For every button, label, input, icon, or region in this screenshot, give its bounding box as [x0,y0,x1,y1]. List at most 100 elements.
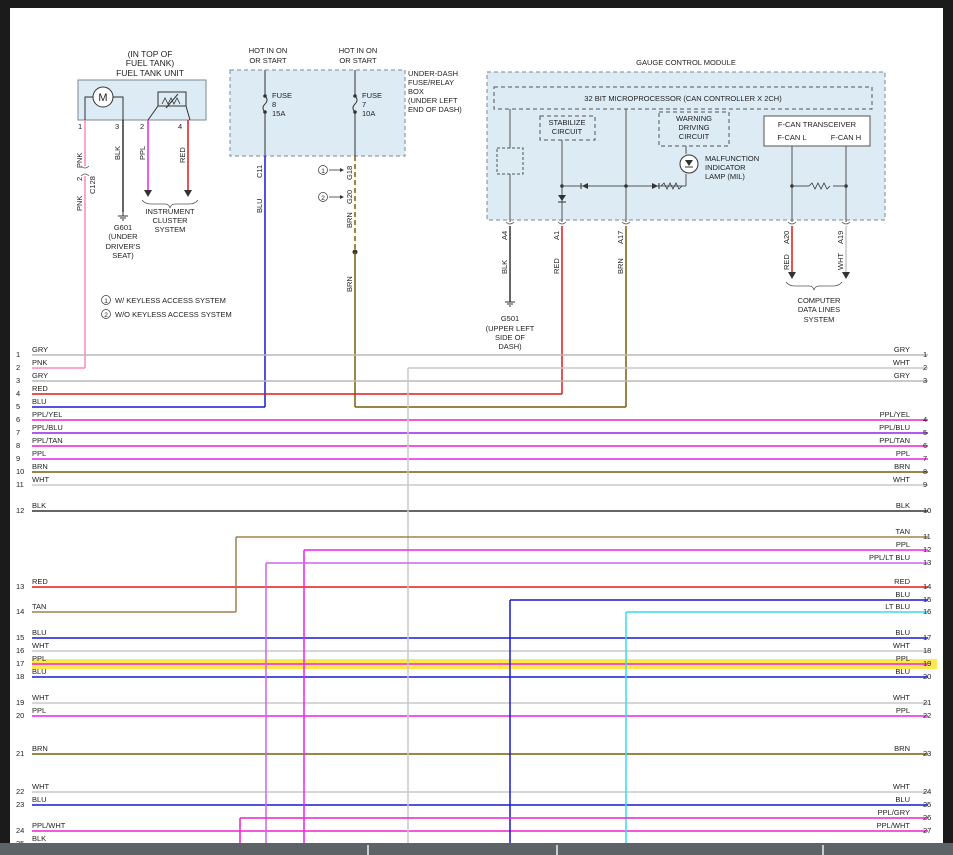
gcm-title: GAUGE CONTROL MODULE [636,58,736,67]
left-row-color: BLU [32,795,47,804]
legend-marker-2 [101,309,111,319]
marker-2 [318,192,328,202]
g501-loc-3: DASH) [498,342,522,351]
computer-data-2: DATA LINES [798,305,840,314]
right-row-number: 27 [923,826,931,835]
wire-pnk-upper: PNK [75,153,84,168]
left-row-color: BLU [32,667,47,676]
left-row-number: 18 [16,672,24,681]
fuse-box-label-5: END OF DASH) [408,105,462,114]
left-row-color: RED [32,384,48,393]
c128-pin: 2 [75,177,84,181]
wire-red-fuel: RED [178,147,187,163]
right-row-number: 17 [923,633,931,642]
motor-label: M [98,92,107,104]
right-row-color: PPL/BLU [879,423,910,432]
left-row-color: PPL/YEL [32,410,62,419]
computer-data-3: SYSTEM [804,315,835,324]
left-row-number: 2 [16,363,20,372]
toolbar-separator [556,845,558,855]
right-row-color: PPL/WHT [877,821,911,830]
left-row-number: 9 [16,454,20,463]
left-row-color: GRY [32,371,48,380]
hot-label-2a: HOT IN ON [339,46,378,55]
fuse7-amps: 10A [362,109,375,118]
wire-blk-a4: BLK [500,260,509,274]
fuel-tank-header-3: FUEL TANK UNIT [116,68,184,78]
fuse8-icon [262,95,268,113]
left-row-number: 16 [16,646,24,655]
right-row-number: 25 [923,800,931,809]
right-row-color: PPL [896,449,910,458]
right-row-number: 14 [923,582,931,591]
right-row-number: 21 [923,698,931,707]
computer-data-1: COMPUTER [798,296,842,305]
right-row-color: PPL [896,706,910,715]
wire-brn-fuse-2: BRN [345,276,354,292]
right-row-number: 7 [923,454,927,463]
right-row-color: WHT [893,693,910,702]
left-row-color: PNK [32,358,47,367]
zener-diode-icon [558,195,566,201]
right-row-number: 2 [923,363,927,372]
toolbar-separator [822,845,824,855]
mil-label-2: INDICATOR [705,163,746,172]
pin-a4: A4 [500,231,509,240]
right-row-color: PPL [896,654,910,663]
fuse8-label: FUSE [272,91,292,100]
fuel-tank-header-2: FUEL TANK) [126,58,175,68]
wire-ppl-fuel: PPL [138,146,147,160]
right-row-color: BLU [895,795,910,804]
right-row-color: PPL/LT BLU [869,553,910,562]
c128-connector: C128 [88,176,97,194]
pin-c11: C11 [255,165,264,178]
fuse-box-label-1: UNDER-DASH [408,69,458,78]
left-row-color: BLK [32,834,46,843]
g601-loc-3: SEAT) [112,251,134,260]
right-row-number: 23 [923,749,931,758]
left-row-number: 17 [16,659,24,668]
left-row-number: 7 [16,428,20,437]
right-row-number: 20 [923,672,931,681]
right-row-color: BRN [894,462,910,471]
wire-brn-a17: BRN [616,258,625,274]
left-row-number: 22 [16,787,24,796]
hot-label-2b: OR START [339,56,377,65]
left-row-number: 21 [16,749,24,758]
fuse-relay-box [229,69,406,157]
right-row-color: PPL [896,540,910,549]
fuse7-num: 7 [362,100,366,109]
right-row-number: 12 [923,545,931,554]
instrument-cluster-3: SYSTEM [155,225,186,234]
stabilize-label-2: CIRCUIT [552,127,583,136]
pin-a20: A20 [782,231,791,244]
stabilize-circuit-box [539,115,596,141]
right-row-color: TAN [896,527,910,536]
warning-label-3: CIRCUIT [679,132,710,141]
right-row-color: RED [894,577,910,586]
marker-1-num: 1 [321,168,325,175]
warning-label-2: DRIVING [678,123,709,132]
right-row-number: 24 [923,787,931,796]
legend-text-2: W/O KEYLESS ACCESS SYSTEM [115,310,232,319]
left-row-number: 24 [16,826,24,835]
fuse8-num: 8 [272,100,276,109]
warning-label-1: WARNING [676,114,712,123]
right-row-number: 4 [923,415,927,424]
left-row-color: TAN [32,602,46,611]
left-row-color: PPL [32,449,46,458]
left-row-number: 23 [16,800,24,809]
warning-circuit-box [658,111,730,147]
mil-label-3: LAMP (MIL) [705,172,745,181]
left-row-color: BLU [32,628,47,637]
legend-num-2: 2 [104,312,108,319]
fcan-transceiver-box [763,115,871,147]
left-row-number: 10 [16,467,24,476]
wiring-diagram: (IN TOP OF FUEL TANK) FUEL TANK UNIT M 1… [16,46,937,843]
g501-label: G501 [501,314,519,323]
legend-num-1: 1 [104,298,108,305]
pin-g20: G20 [345,190,354,204]
legend-text-1: W/ KEYLESS ACCESS SYSTEM [115,296,226,305]
left-row-number: 14 [16,607,24,616]
hot-label-1a: HOT IN ON [249,46,288,55]
